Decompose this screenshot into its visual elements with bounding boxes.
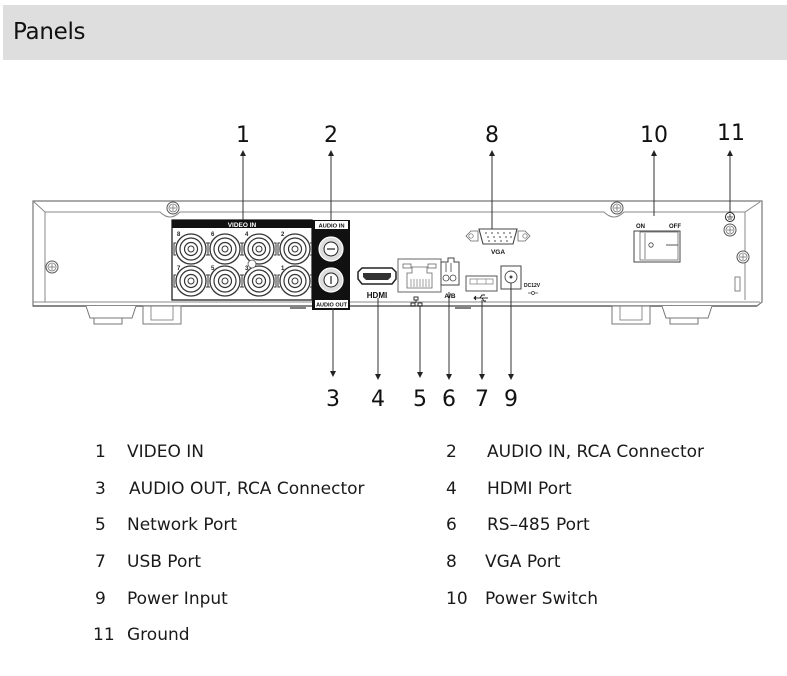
rs485-label: A/B	[444, 293, 456, 300]
vga-label: VGA	[491, 249, 505, 256]
callout-2: 2	[324, 123, 338, 148]
legend-label: Power Input	[127, 589, 228, 609]
legend-number: 5	[95, 515, 106, 535]
callout-3: 3	[326, 387, 340, 412]
legend-label: HDMI Port	[487, 479, 572, 499]
callout-5: 5	[413, 387, 427, 412]
dc-polarity-icon	[528, 291, 538, 295]
rs485-port: A/B	[440, 257, 460, 300]
callout-10: 10	[640, 123, 668, 148]
hdmi-label: HDMI	[367, 291, 387, 300]
legend-label: RS–485 Port	[487, 515, 590, 535]
video-in-block: VIDEO IN 8 6 4 2 7 5 3 1	[171, 219, 313, 301]
legend-number: 6	[446, 515, 457, 535]
legend-label: AUDIO OUT, RCA Connector	[129, 479, 365, 499]
callout-4: 4	[371, 387, 385, 412]
ground-terminal	[723, 212, 737, 237]
callout-6: 6	[442, 387, 456, 412]
legend-label: Network Port	[127, 515, 238, 535]
section-header: Panels	[3, 5, 787, 60]
audio-block: AUDIO IN AUDIO OUT	[312, 220, 350, 310]
legend-label: VIDEO IN	[127, 442, 204, 462]
power-switch: ON OFF	[633, 224, 681, 263]
callout-11: 11	[717, 121, 745, 146]
callout-7: 7	[475, 387, 489, 412]
power-input-port: DC12V	[500, 265, 541, 295]
legend-label: Power Switch	[485, 589, 599, 609]
bnc-num-5: 5	[211, 266, 215, 272]
usb-port	[465, 275, 498, 302]
bnc-num-2: 2	[281, 232, 285, 238]
bnc-num-4: 4	[245, 232, 249, 238]
legend-label: Ground	[127, 625, 190, 645]
section-title: Panels	[13, 19, 86, 45]
callout-arrows-top	[240, 150, 733, 229]
audio-in-label: AUDIO IN	[318, 224, 344, 230]
legend-number: 10	[446, 589, 468, 609]
legend-number: 1	[95, 442, 106, 462]
bnc-num-3: 3	[245, 266, 249, 272]
legend-number: 7	[95, 552, 106, 572]
screw-icon	[247, 259, 257, 269]
legend-label: AUDIO IN, RCA Connector	[487, 442, 705, 462]
legend-label: USB Port	[127, 552, 202, 572]
bnc-num-8: 8	[177, 232, 181, 238]
vga-port: VGA	[465, 228, 531, 256]
legend-number: 8	[446, 552, 457, 572]
network-port	[397, 258, 442, 307]
callout-8: 8	[485, 123, 499, 148]
bnc-num-7: 7	[177, 266, 181, 272]
usb-icon	[473, 294, 488, 302]
legend-number: 4	[446, 479, 457, 499]
legend-number: 2	[446, 442, 457, 462]
video-in-label: VIDEO IN	[228, 222, 257, 229]
callout-arrows-bottom	[330, 283, 514, 380]
legend-number: 11	[93, 625, 115, 645]
on-label: ON	[636, 224, 645, 230]
legend-number: 3	[95, 479, 106, 499]
legend-number: 9	[95, 589, 106, 609]
legend-label: VGA Port	[485, 552, 561, 572]
callout-1: 1	[236, 123, 250, 148]
dc-label: DC12V	[524, 283, 541, 289]
bnc-num-6: 6	[211, 232, 215, 238]
off-label: OFF	[669, 224, 681, 230]
audio-out-label: AUDIO OUT	[316, 303, 348, 309]
hdmi-port: HDMI	[357, 267, 397, 300]
bnc-num-1: 1	[281, 266, 285, 272]
callout-9: 9	[504, 387, 518, 412]
